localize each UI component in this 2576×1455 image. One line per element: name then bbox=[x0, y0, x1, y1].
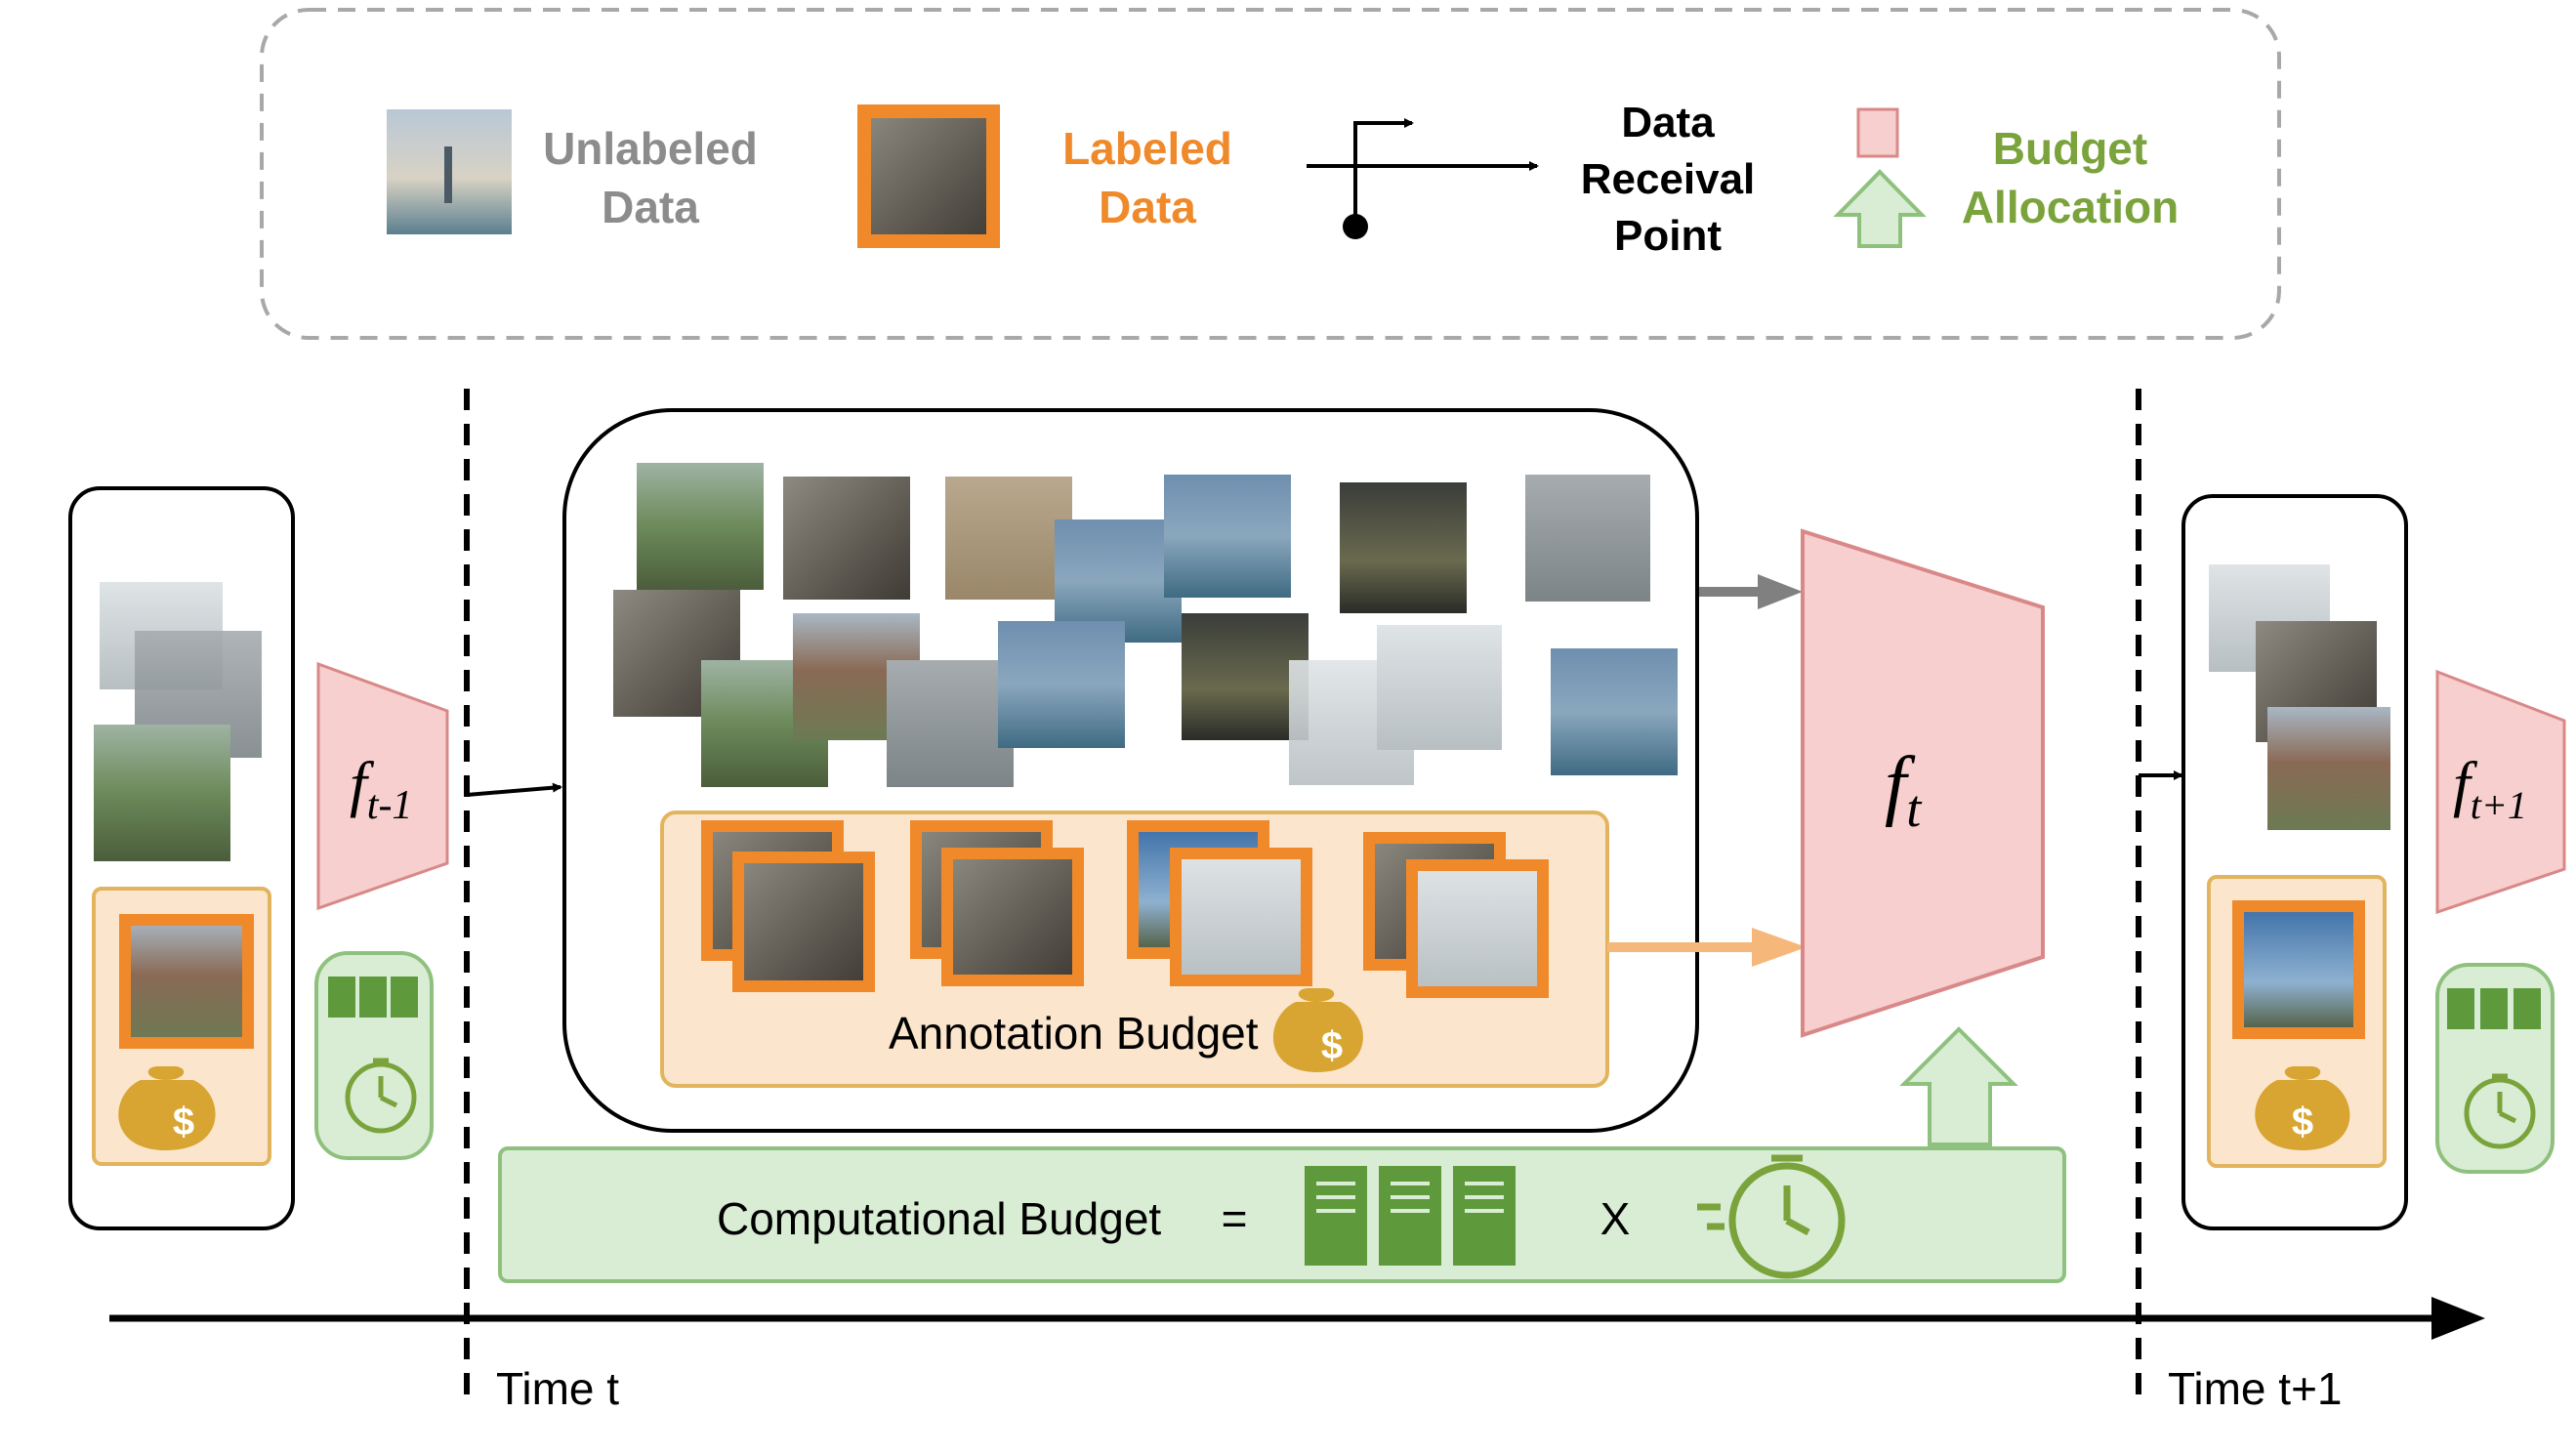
next-stage-box bbox=[2181, 494, 2408, 1230]
legend-receival-label-3: Point bbox=[1614, 212, 1722, 260]
data-receival-point-icon bbox=[1307, 118, 1539, 239]
budget-allocation-arrow bbox=[1899, 1026, 2018, 1146]
budget-allocation-arrow-icon bbox=[1833, 169, 1927, 248]
legend-labeled-label: Labeled bbox=[1062, 123, 1232, 174]
prev-unlabeled-images bbox=[94, 582, 262, 861]
computational-budget-panel bbox=[498, 1146, 2066, 1283]
legend-labeled-label-2: Data bbox=[1099, 182, 1196, 232]
server-rack-icon bbox=[2447, 988, 2541, 1029]
time-t1-label: Time t+1 bbox=[2168, 1363, 2343, 1414]
annotation-budget-label: Annotation Budget bbox=[889, 1008, 1259, 1059]
legend-unlabeled-label-2: Data bbox=[602, 182, 699, 232]
legend-receival-label-2: Receival bbox=[1581, 155, 1756, 203]
money-bag-icon: $ bbox=[1272, 988, 1363, 1072]
labeled-sample-image bbox=[857, 104, 1000, 248]
server-rack-icon bbox=[1305, 1166, 1516, 1266]
money-bag-icon: $ bbox=[118, 1066, 216, 1150]
next-labeled-image bbox=[2232, 900, 2365, 1039]
money-bag-icon: $ bbox=[2255, 1066, 2350, 1150]
current-stage-box bbox=[562, 408, 1699, 1133]
current-unlabeled-images bbox=[613, 463, 1678, 787]
legend-budget-label-1: Budget bbox=[1993, 123, 2147, 174]
svg-text:$: $ bbox=[1321, 1024, 1343, 1067]
equals-sign: = bbox=[1222, 1193, 1248, 1244]
legend-budget-label-2: Allocation bbox=[1962, 182, 2179, 232]
next-unlabeled-images bbox=[2209, 564, 2390, 830]
prev-to-current-arrow bbox=[466, 782, 562, 797]
prev-stage-box bbox=[68, 486, 295, 1230]
prev-model bbox=[316, 661, 449, 911]
prev-labeled-image bbox=[119, 914, 254, 1049]
stopwatch-icon bbox=[345, 1058, 417, 1134]
computational-budget-label: Computational Budget bbox=[717, 1193, 1161, 1244]
legend-receival-label-1: Data bbox=[1621, 99, 1715, 146]
server-rack-icon bbox=[328, 977, 418, 1018]
stopwatch-icon bbox=[1697, 1154, 1846, 1279]
timeline-arrowhead bbox=[2431, 1297, 2485, 1340]
legend-box bbox=[260, 8, 2281, 340]
times-sign: X bbox=[1600, 1193, 1631, 1244]
labeled-image-stacks bbox=[701, 820, 1549, 998]
budget-allocation-swatch bbox=[1856, 107, 1899, 158]
svg-text:$: $ bbox=[2292, 1101, 2313, 1143]
stopwatch-icon bbox=[2464, 1073, 2536, 1149]
svg-text:$: $ bbox=[173, 1101, 194, 1143]
current-model bbox=[1801, 528, 2045, 1038]
legend-unlabeled-label: Unlabeled bbox=[543, 123, 758, 174]
next-model bbox=[2435, 669, 2566, 915]
time-t-label: Time t bbox=[496, 1363, 619, 1414]
